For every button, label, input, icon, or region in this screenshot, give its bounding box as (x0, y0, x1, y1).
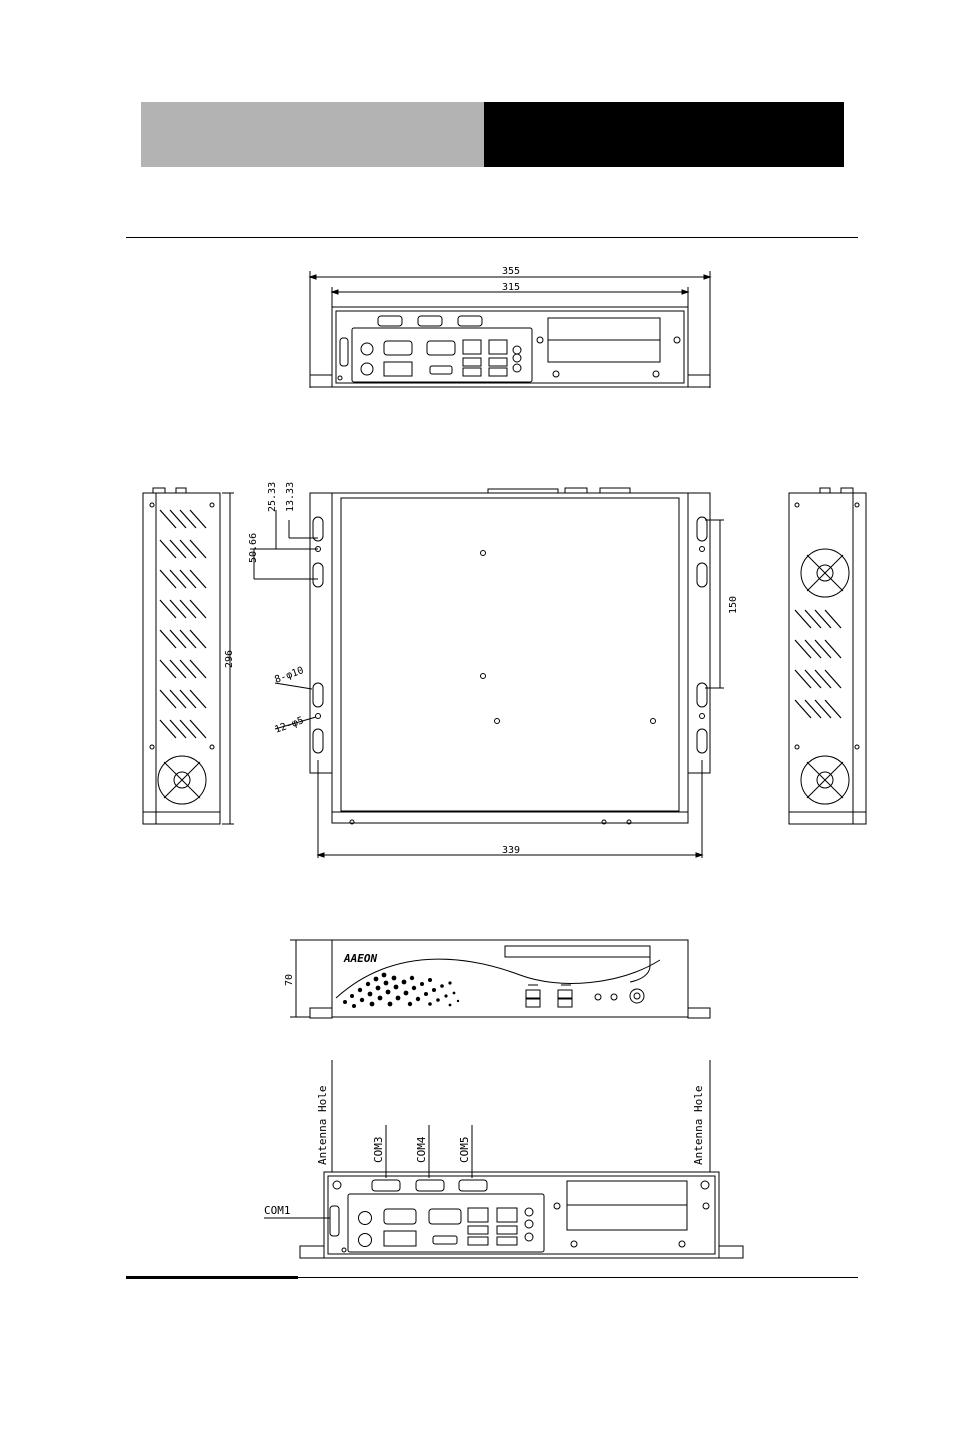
header-right-block (484, 102, 844, 167)
dim-50-66: 50.66 (248, 533, 259, 563)
label-com5: COM5 (458, 1137, 471, 1164)
dim-8-phi10: 8-φ10 (273, 665, 305, 686)
db9-connector-icon (377, 315, 483, 327)
dim-315: 315 (502, 282, 520, 293)
usb-icon (525, 984, 573, 1008)
fan-grille-icon (800, 755, 850, 805)
lan-port-icon (467, 1207, 518, 1223)
fan-grille-icon (157, 755, 207, 805)
label-antenna-hole-left: Antenna Hole (316, 1086, 329, 1165)
fan-grille-icon (800, 548, 850, 598)
label-com1: COM1 (264, 1204, 291, 1217)
db9-connector-icon (371, 1179, 488, 1192)
dot-pattern (343, 972, 460, 1008)
left-side-view: 296 (142, 487, 235, 825)
dim-12-phi5: 12-φ5 (273, 715, 305, 736)
label-antenna-hole-right: Antenna Hole (692, 1086, 705, 1165)
dim-355: 355 (502, 266, 520, 277)
header-bar (141, 102, 844, 167)
brand-logo: AAEON (343, 952, 377, 965)
dim-70: 70 (284, 974, 295, 986)
dim-296: 296 (224, 650, 235, 668)
io-view: Antenna Hole Antenna Hole COM3 COM4 COM5… (264, 1060, 744, 1259)
bottom-rule (298, 1277, 858, 1278)
audio-jack-icon (594, 993, 618, 1001)
label-com4: COM4 (415, 1136, 428, 1163)
rear-view: 355 315 (308, 266, 712, 388)
dim-25-33: 25.33 (267, 482, 278, 512)
dim-150: 150 (728, 596, 739, 614)
top-rule (126, 237, 858, 238)
header-left-block (141, 102, 484, 167)
dim-13-33: 13.33 (285, 482, 296, 512)
bottom-rule-thick (126, 1276, 298, 1279)
right-side-view (788, 487, 867, 825)
antenna-connector-icon (629, 988, 645, 1004)
dim-339: 339 (502, 845, 520, 856)
top-view: 25.33 13.33 50.66 8-φ10 12-φ5 150 339 (248, 482, 739, 858)
label-com3: COM3 (372, 1137, 385, 1164)
front-view: 70 AAEON (284, 939, 711, 1019)
